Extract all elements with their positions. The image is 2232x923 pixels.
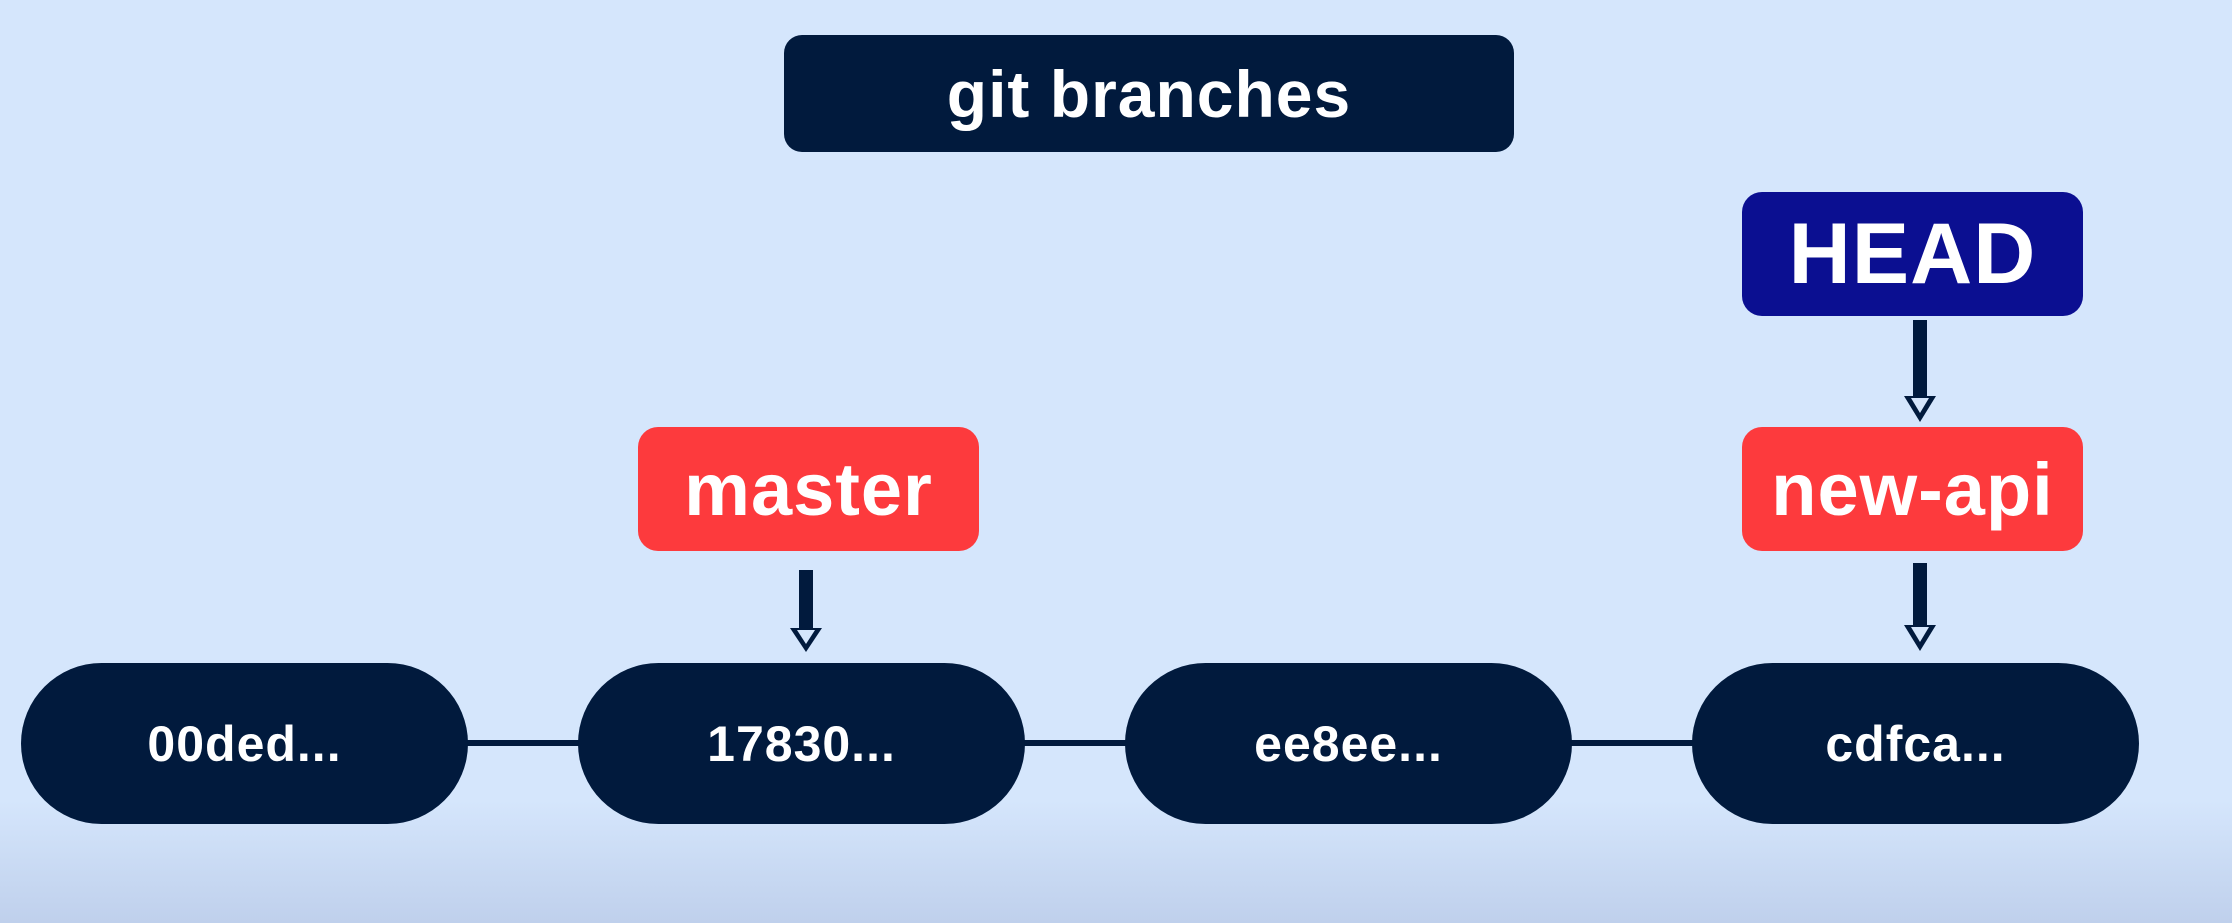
commit-node: cdfca... bbox=[1692, 663, 2139, 824]
head-pointer: HEAD bbox=[1742, 192, 2083, 316]
commit-link bbox=[467, 740, 579, 746]
commit-link bbox=[1571, 740, 1693, 746]
head-arrow bbox=[1904, 320, 1936, 422]
page-title: git branches bbox=[784, 35, 1514, 152]
commit-link bbox=[1024, 740, 1126, 746]
branch-label-new-api: new-api bbox=[1742, 427, 2083, 551]
new-api-arrow bbox=[1904, 563, 1936, 651]
commit-node: 17830... bbox=[578, 663, 1025, 824]
commit-node: ee8ee... bbox=[1125, 663, 1572, 824]
commit-node: 00ded... bbox=[21, 663, 468, 824]
branch-label-master: master bbox=[638, 427, 979, 551]
master-arrow bbox=[790, 570, 822, 652]
